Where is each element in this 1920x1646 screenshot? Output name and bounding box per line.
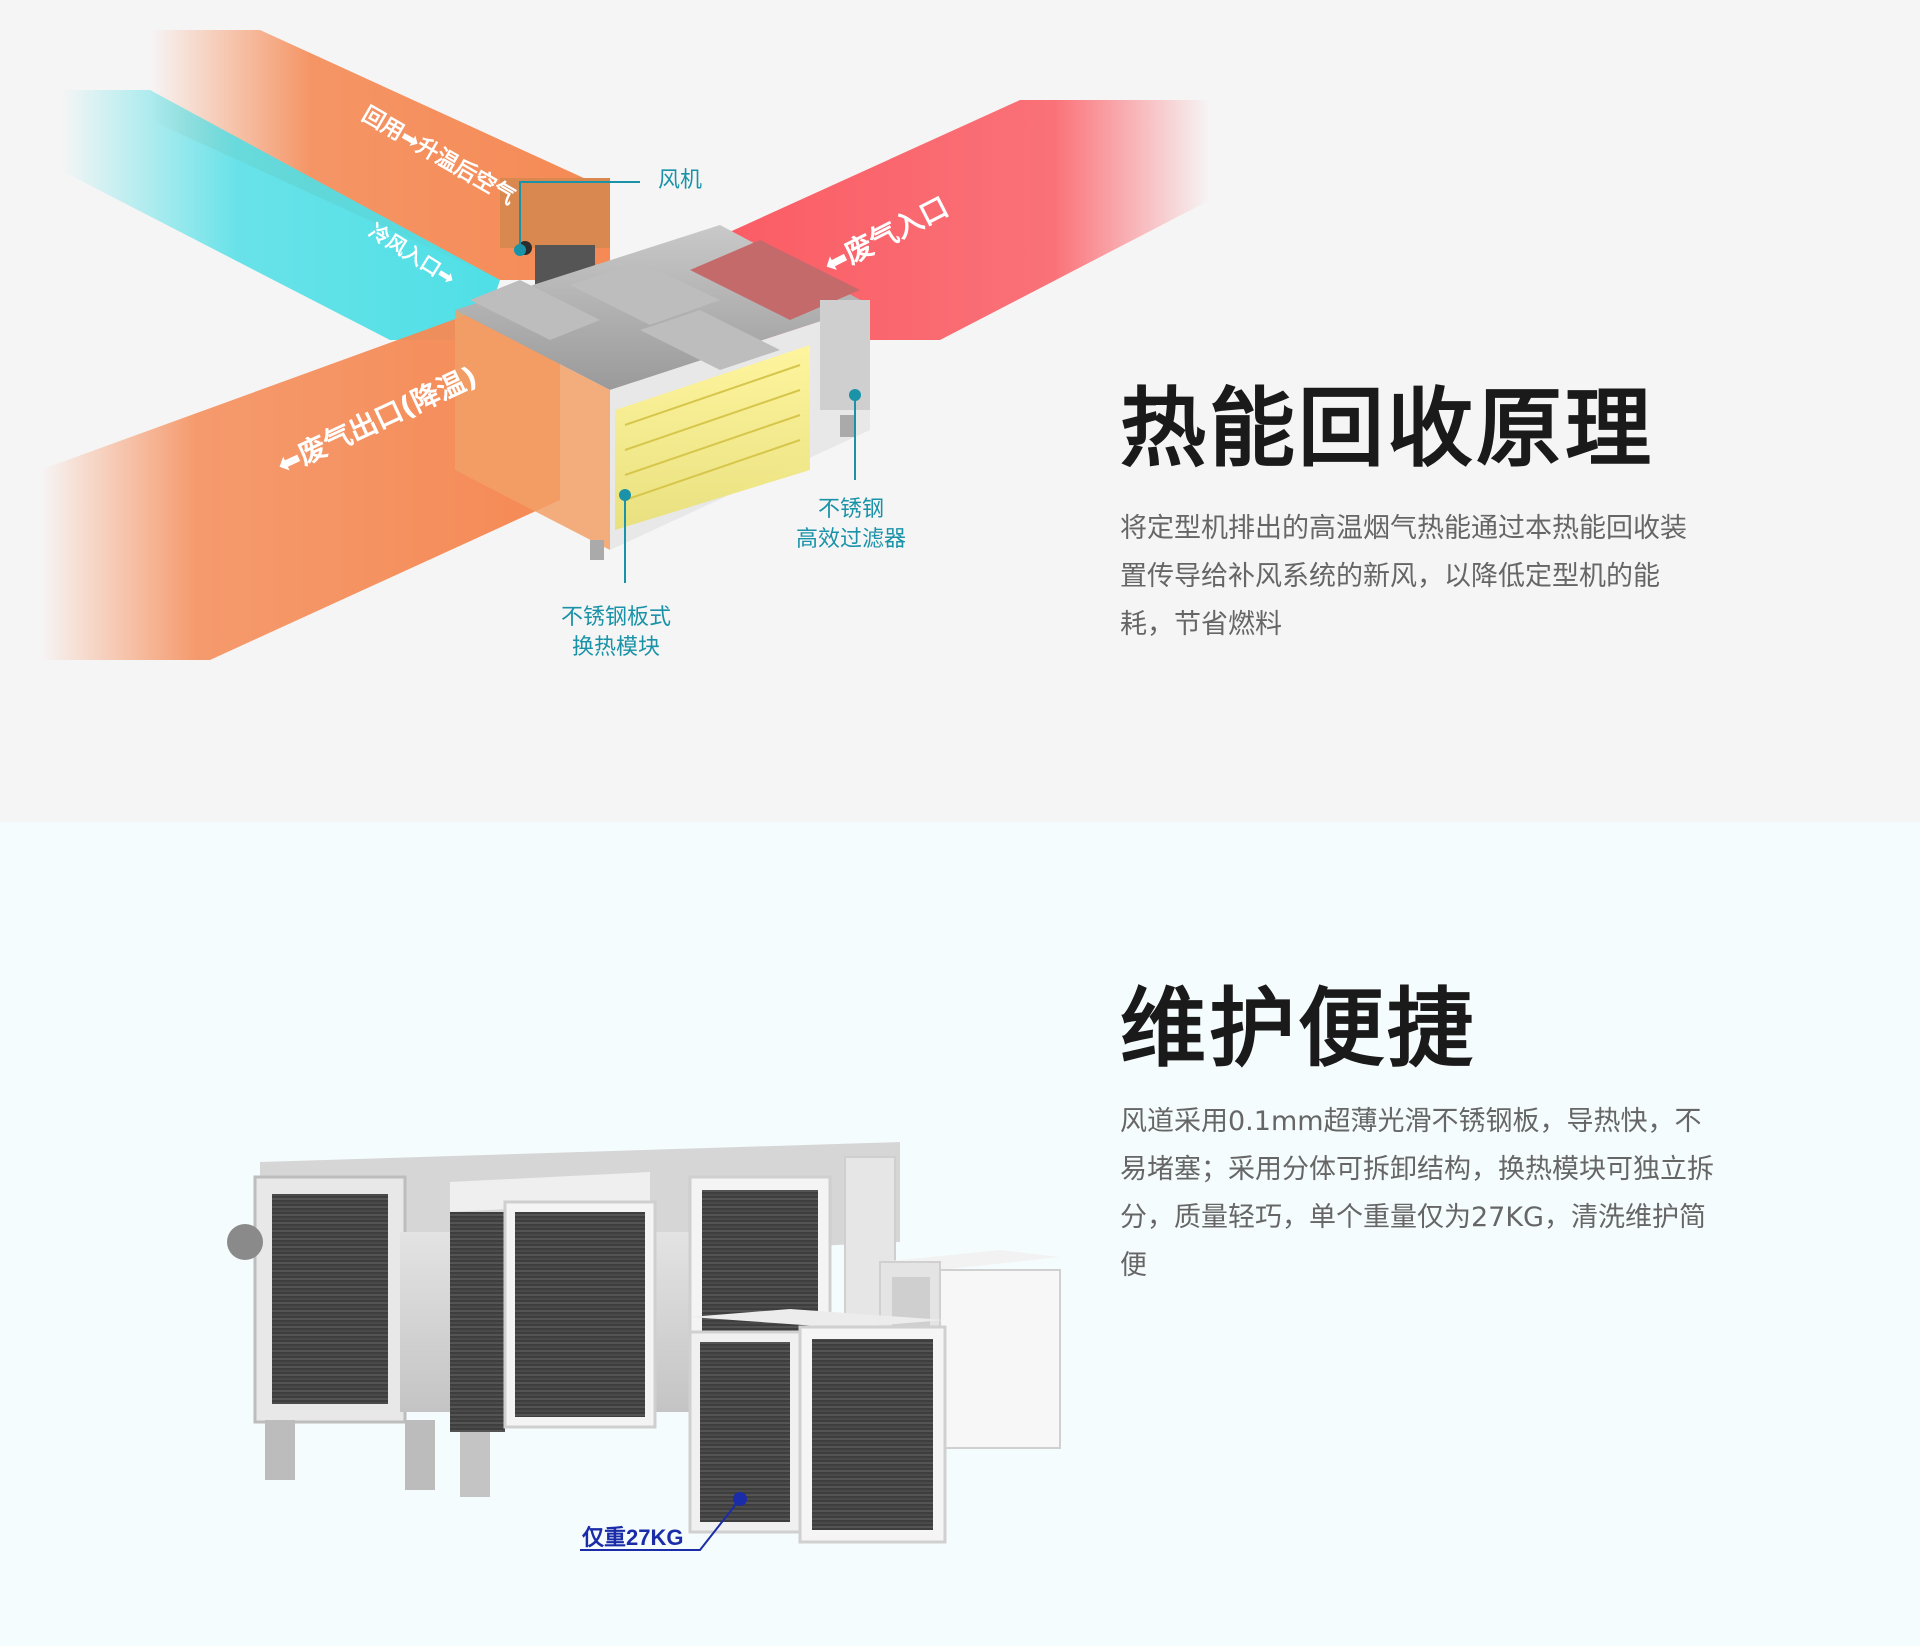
maintenance-title: 维护便捷 bbox=[1120, 979, 1476, 1079]
cold-air-duct bbox=[60, 90, 500, 340]
fan-label: 风机 bbox=[658, 168, 703, 193]
filter-label-line1: 不锈钢 bbox=[818, 497, 885, 522]
module-label: 不锈钢板式 换热模块 bbox=[561, 603, 671, 663]
filter-callout-dot bbox=[849, 389, 861, 401]
fan-callout-line bbox=[519, 181, 640, 250]
heat-recovery-diagram bbox=[40, 30, 1210, 660]
maintenance-section: 维护便捷 风道采用0.1mm超薄光滑不锈钢板，导热快，不易堵塞；采用分体可拆卸结… bbox=[0, 822, 1920, 1646]
module-label-line1: 不锈钢板式 bbox=[561, 605, 672, 630]
maintenance-description: 风道采用0.1mm超薄光滑不锈钢板，导热快，不易堵塞；采用分体可拆卸结构，换热模… bbox=[1120, 1106, 1714, 1281]
heat-recovery-title: 热能回收原理 bbox=[1120, 379, 1654, 479]
module-back-left bbox=[450, 1172, 657, 1432]
weight-callout-line bbox=[580, 1498, 741, 1551]
module-callout-dot bbox=[619, 489, 631, 501]
fan-callout-dot bbox=[514, 244, 526, 256]
modular-unit-illustration bbox=[227, 1142, 1061, 1551]
heat-exchanger-unit bbox=[455, 225, 870, 560]
weight-label: 仅重27KG bbox=[582, 1525, 684, 1550]
front-module bbox=[688, 1309, 947, 1544]
filter-label-line2: 高效过滤器 bbox=[796, 527, 907, 552]
waste-outlet-duct bbox=[40, 310, 560, 660]
return-air-duct bbox=[150, 30, 610, 280]
heat-recovery-description: 将定型机排出的高温烟气热能通过本热能回收装置传导给补风系统的新风，以降低定型机的… bbox=[1120, 513, 1687, 640]
filter-label: 不锈钢 高效过滤器 bbox=[796, 495, 906, 555]
heat-recovery-section: 回用➡升温后空气 冷风入口➡ ⬅废气入口 ⬅废气出口(降温) 风机 不锈钢 高效… bbox=[0, 0, 1920, 822]
module-label-line2: 换热模块 bbox=[572, 635, 661, 660]
